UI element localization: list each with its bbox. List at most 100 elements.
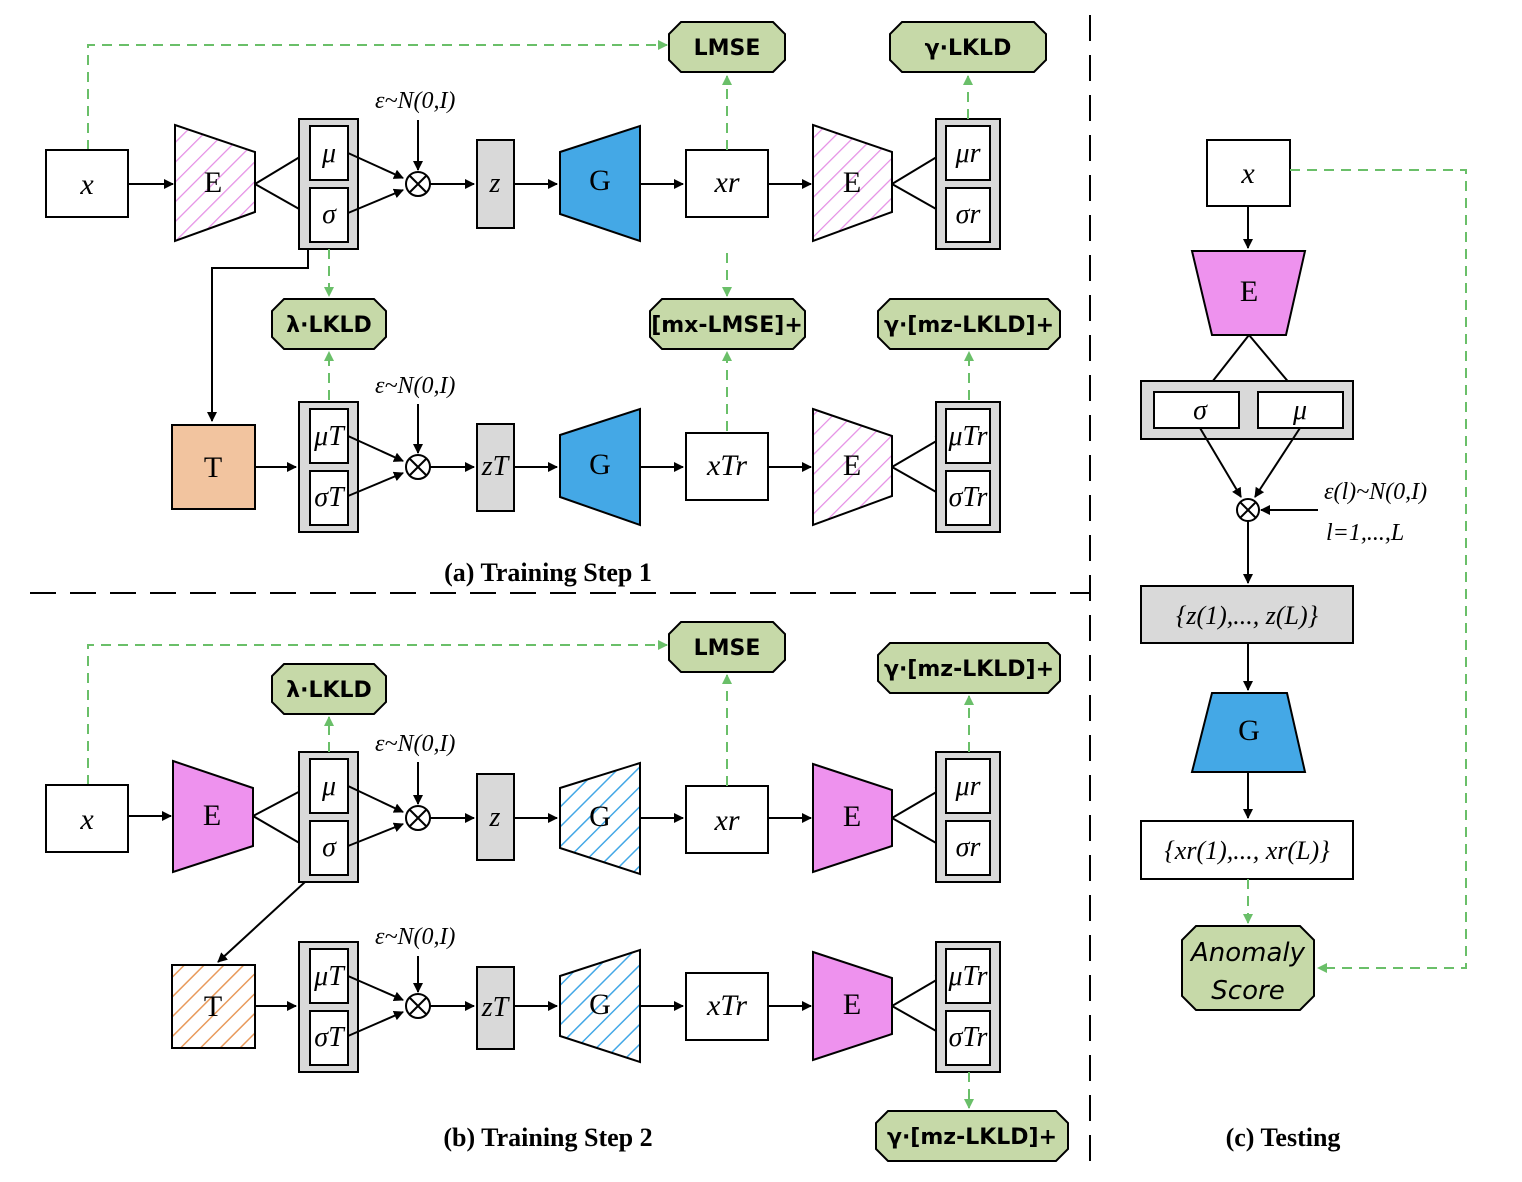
svg-text:μ: μ — [321, 771, 336, 802]
generator-block-frozen — [559, 761, 641, 876]
test-generator-block — [1190, 692, 1307, 773]
svg-text:LMSE: LMSE — [694, 36, 761, 61]
svg-text:ε~N(0,I): ε~N(0,I) — [375, 731, 455, 757]
svg-text:E: E — [843, 166, 861, 199]
noise-label: ε~N(0,I) — [375, 88, 455, 114]
anomaly-label-1: Anomaly — [1189, 938, 1306, 968]
svg-text:E: E — [843, 988, 861, 1021]
sampling-multiply-icon — [405, 993, 431, 1019]
svg-text:xTr: xTr — [706, 989, 747, 1022]
test-encoder-block — [1190, 250, 1307, 336]
svg-text:μr: μr — [955, 771, 981, 802]
caption-b: (b) Training Step 2 — [443, 1123, 652, 1152]
latent-zt-box — [476, 966, 515, 1050]
l-range-label: l=1,...,L — [1326, 520, 1404, 546]
generator-block-frozen — [559, 948, 641, 1064]
svg-text:zT: zT — [481, 992, 511, 1023]
svg-text:μ: μ — [1292, 395, 1307, 426]
x-to-mse-link — [87, 40, 668, 150]
caption-c: (c) Testing — [1226, 1123, 1341, 1152]
svg-text:E: E — [203, 799, 221, 832]
loss-lambda-kld — [271, 298, 387, 350]
svg-text:γ·[mz-LKLD]+: γ·[mz-LKLD]+ — [884, 313, 1054, 338]
encoder-block-2 — [812, 123, 893, 243]
svg-text:x: x — [1240, 157, 1255, 190]
recon-xtr-box — [685, 432, 769, 501]
test-input-x-box — [1206, 139, 1291, 207]
sigma-label: σ — [322, 199, 337, 230]
svg-text:γ·[mz-LKLD]+: γ·[mz-LKLD]+ — [884, 657, 1054, 682]
encoder-block — [172, 759, 254, 874]
latent-z-box — [476, 139, 515, 229]
svg-text:λ·LKLD: λ·LKLD — [286, 678, 372, 703]
transform-label: T — [204, 451, 222, 484]
recon-xr-label: xr — [714, 166, 740, 199]
loss-hinge-kld-bottom — [875, 1110, 1069, 1162]
loss-lambda-kld — [271, 663, 387, 715]
svg-text:γ·LKLD: γ·LKLD — [925, 36, 1012, 61]
z-samples-box — [1140, 585, 1354, 644]
sampling-multiply-icon — [405, 454, 431, 480]
panel-training-step-2: x E μ σ ε~N(0,I) z G xr E — [45, 621, 1069, 1162]
recon-xr-box — [685, 785, 769, 854]
loss-hinge-mse — [649, 298, 806, 350]
encoder-label: E — [204, 166, 222, 199]
svg-text:[mx-LMSE]+: [mx-LMSE]+ — [651, 313, 803, 338]
latent-zt-label: zT — [481, 451, 511, 482]
svg-text:G: G — [589, 988, 611, 1021]
svg-text:λ·LKLD: λ·LKLD — [286, 313, 372, 338]
encoder-block-2 — [812, 407, 893, 527]
svg-text:E: E — [843, 800, 861, 833]
svg-text:σT: σT — [314, 1022, 346, 1053]
loss-hinge-kld — [877, 298, 1061, 350]
svg-text:μT: μT — [313, 961, 346, 992]
noise-l-label: ε(l)~N(0,I) — [1324, 479, 1427, 505]
svg-text:G: G — [1238, 714, 1260, 747]
recon-xtr-label: xTr — [706, 449, 747, 482]
svg-text:LMSE: LMSE — [694, 636, 761, 661]
panel-training-step-1: x E μ σ ε~N(0,I) z G xr E — [45, 21, 1061, 587]
svg-text:σ: σ — [322, 832, 337, 863]
sigma-t-label: σT — [314, 482, 346, 513]
anomaly-label-2: Score — [1211, 976, 1284, 1006]
sampling-multiply-icon — [405, 171, 431, 197]
svg-text:G: G — [589, 448, 611, 481]
caption-a: (a) Training Step 1 — [444, 558, 652, 587]
generator-block — [559, 124, 641, 243]
latent-z-box — [476, 773, 515, 861]
svg-text:σr: σr — [956, 832, 981, 863]
loss-mse — [668, 621, 786, 673]
svg-text:z: z — [489, 802, 501, 833]
xr-samples-box — [1140, 820, 1354, 880]
svg-text:μTr: μTr — [948, 961, 988, 992]
loss-mse — [668, 21, 786, 73]
svg-text:E: E — [1240, 275, 1258, 308]
anomaly-score-box — [1181, 925, 1315, 1011]
latent-z-label: z — [489, 168, 501, 199]
z-samples-label: {z(1),..., z(L)} — [1176, 601, 1319, 630]
mu-r-label: μr — [955, 138, 981, 169]
loss-hinge-kld — [877, 642, 1061, 694]
sampling-multiply-icon — [405, 805, 431, 831]
sampling-multiply-icon — [1236, 498, 1260, 522]
encoder-block-2 — [812, 762, 893, 874]
svg-text:γ·[mz-LKLD]+: γ·[mz-LKLD]+ — [887, 1125, 1057, 1150]
transform-block — [171, 424, 256, 510]
panel-testing: x E σ μ ε(l)~N(0,I) l=1,...,L {z(1),...,… — [1140, 139, 1467, 1152]
svg-text:x: x — [79, 803, 94, 836]
recon-xtr-box — [685, 972, 769, 1041]
xr-samples-label: {xr(1),..., xr(L)} — [1164, 836, 1330, 865]
mu-label: μ — [321, 138, 336, 169]
generator-label: G — [589, 164, 611, 197]
svg-text:E: E — [843, 449, 861, 482]
input-x-label: x — [79, 168, 94, 201]
mu-t-label: μT — [313, 421, 346, 452]
encoder-block-2 — [812, 950, 893, 1062]
svg-text:σ: σ — [1193, 395, 1208, 426]
svg-text:T: T — [204, 990, 222, 1023]
sigma-r-label: σr — [956, 199, 981, 230]
transform-block-frozen — [171, 964, 256, 1049]
loss-gamma-kld — [889, 21, 1047, 73]
svg-text:σTr: σTr — [949, 1022, 988, 1053]
